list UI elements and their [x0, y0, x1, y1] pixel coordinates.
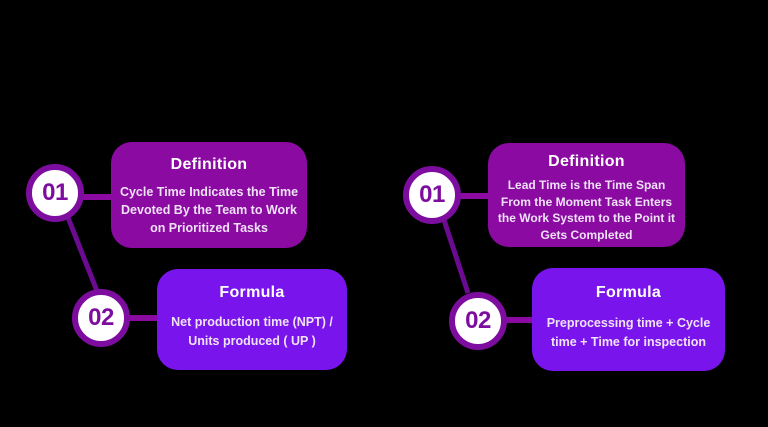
- connector-lead-01-to-02: [441, 219, 471, 294]
- card-title: Formula: [595, 284, 662, 301]
- step-number: 02: [88, 304, 114, 331]
- card-title: Formula: [219, 284, 285, 301]
- cycle-time-definition-card: Definition Cycle Time Indicates the Time…: [111, 142, 307, 248]
- card-title: Definition: [548, 153, 625, 170]
- lead-time-definition-card: Definition Lead Time is the Time Span Fr…: [488, 143, 685, 247]
- cycle-time-step-02-badge: 02: [72, 289, 130, 347]
- card-body: Net production time (NPT) / Units produc…: [171, 315, 333, 348]
- cycle-time-formula-card: Formula Net production time (NPT) / Unit…: [157, 269, 347, 370]
- card-title: Definition: [170, 156, 248, 173]
- step-number: 02: [465, 307, 491, 334]
- lead-time-step-01-badge: 01: [403, 166, 461, 224]
- connector-cycle-01-to-02: [64, 214, 100, 292]
- card-body: Preprocessing time + Cycle time + Time f…: [546, 316, 711, 349]
- lead-time-formula-card: Formula Preprocessing time + Cycle time …: [532, 268, 725, 371]
- card-body: Cycle Time Indicates the Time Devoted By…: [119, 185, 299, 235]
- cycle-time-step-01-badge: 01: [26, 164, 84, 222]
- step-number: 01: [42, 179, 68, 206]
- card-body: Lead Time is the Time Span From the Mome…: [497, 178, 676, 242]
- step-number: 01: [419, 181, 445, 208]
- lead-time-step-02-badge: 02: [449, 292, 507, 350]
